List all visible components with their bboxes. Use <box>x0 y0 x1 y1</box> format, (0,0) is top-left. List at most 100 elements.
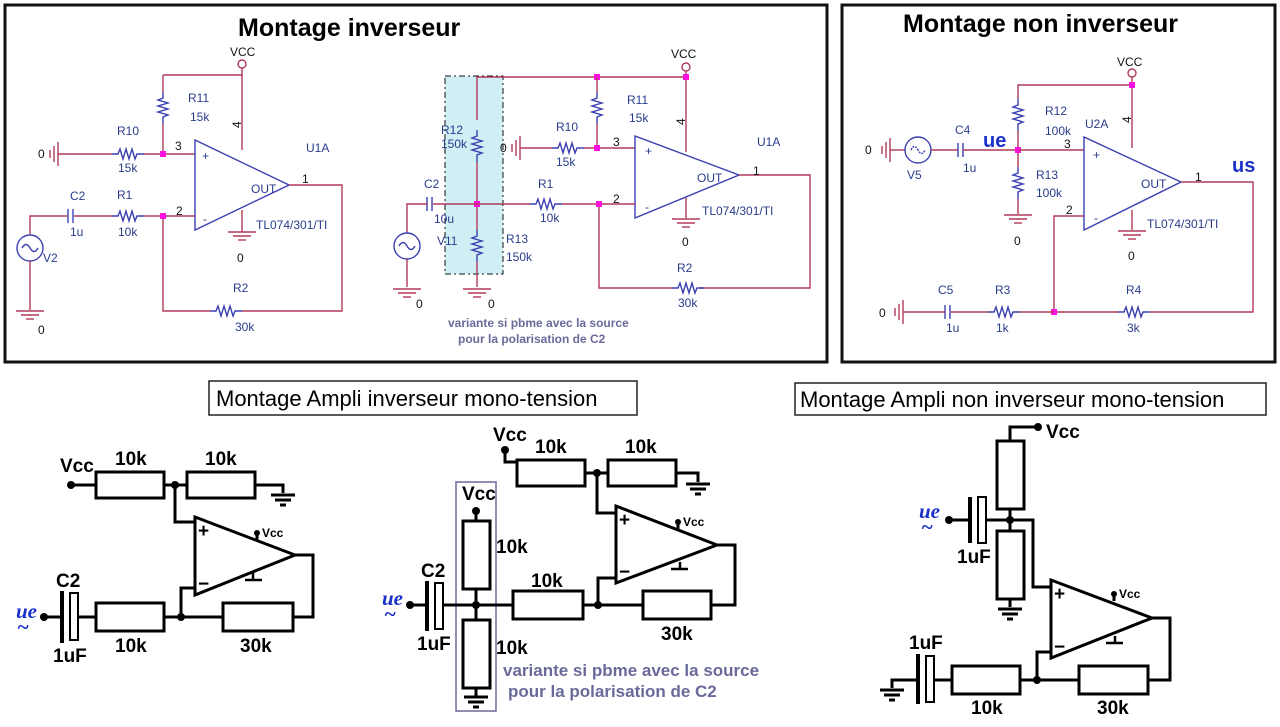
opamp-icon <box>1049 577 1157 661</box>
r2-name: R2 <box>233 281 249 295</box>
opamp-part: TL074/301/TI <box>702 204 773 218</box>
r1-name: R1 <box>117 188 133 202</box>
vcc-label: Vcc <box>60 456 94 477</box>
variant-highlight-box <box>444 75 504 275</box>
c-in-value: 1uF <box>957 547 991 568</box>
resistor-divider-bottom <box>461 618 492 690</box>
non-inverting-panel <box>840 3 1277 364</box>
pin2-label: 2 <box>176 204 183 218</box>
mono-non-inverting-circuit: Vcc 1uF ue ~ + − Vcc 30k 10k 1uF <box>878 422 1172 719</box>
opamp-ref: U2A <box>1085 117 1108 131</box>
pin2-label: 2 <box>613 192 620 206</box>
ground-label: 0 <box>38 147 45 161</box>
r-top1-value: 10k <box>535 437 567 458</box>
r-fb-value: 30k <box>240 636 272 657</box>
capacitor-c2 <box>434 582 444 630</box>
r11-value: 15k <box>629 111 649 125</box>
r11-name: R11 <box>627 93 648 107</box>
input-signal-label: ue <box>16 599 37 623</box>
r10-name: R10 <box>117 124 139 138</box>
opamp-plus: + <box>645 144 652 158</box>
c5-value: 1u <box>946 321 959 335</box>
mono-inverting-circuit-a: Vcc 10k 10k + − Vcc 30k 10k C2 1uF ue ~ <box>16 449 315 667</box>
c5-name: C5 <box>938 283 954 297</box>
ground-icon <box>684 482 712 496</box>
resistor-top1 <box>515 458 587 488</box>
variant-note-line1: variante si pbme avec la source <box>448 316 629 330</box>
ground-icon <box>996 607 1024 621</box>
capacitor-input <box>977 496 987 544</box>
opamp-plus: + <box>1093 148 1100 162</box>
pin4-label: 4 <box>230 121 244 128</box>
r4-name: R4 <box>1126 283 1142 297</box>
r13-value: 100k <box>1036 186 1063 200</box>
r-top2-value: 10k <box>205 449 237 470</box>
r12-value: 100k <box>1045 124 1072 138</box>
opamp-part: TL074/301/TI <box>1147 217 1218 231</box>
opamp-minus: − <box>198 574 209 595</box>
ground-label: 0 <box>1128 249 1135 263</box>
resistor-input <box>94 601 166 633</box>
r-fb-value: 30k <box>661 624 693 645</box>
ground-label: 0 <box>237 251 244 265</box>
opamp-u1a-icon <box>634 134 741 220</box>
variant-note-line1: variante si pbme avec la source <box>503 661 759 680</box>
r11-value: 15k <box>190 110 210 124</box>
opamp-minus: - <box>645 200 649 214</box>
ground-label: 0 <box>38 323 45 337</box>
resistor-divider-top <box>461 519 492 591</box>
inverting-panel <box>3 3 829 364</box>
opamp-icon <box>193 514 300 598</box>
ground-label: 0 <box>865 143 872 157</box>
pin2-label: 2 <box>1066 203 1073 217</box>
r-in-value: 10k <box>115 636 147 657</box>
variant-note-line2: pour la polarisation de C2 <box>458 332 606 346</box>
input-signal-label: ue <box>919 499 940 523</box>
pin3-label: 3 <box>175 139 182 153</box>
r1-value: 10k <box>118 225 138 239</box>
opamp-vcc-label: Vcc <box>262 526 284 540</box>
input-signal-label: ue <box>983 130 1006 152</box>
ground-icon <box>878 688 906 702</box>
opamp-part: TL074/301/TI <box>256 218 327 232</box>
r13-name: R13 <box>1036 168 1058 182</box>
ground-icon <box>269 493 297 507</box>
ac-tilde-icon: ~ <box>17 615 29 639</box>
c2-value: 10u <box>434 212 454 226</box>
mono-inverting-title: Montage Ampli inverseur mono-tension <box>216 386 598 411</box>
c2-name: C2 <box>56 571 80 592</box>
opamp-plus: + <box>202 149 209 163</box>
opamp-minus: − <box>1054 637 1065 658</box>
r10-value: 15k <box>118 161 138 175</box>
opamp-plus: + <box>1054 584 1065 605</box>
opamp-icon <box>614 503 722 586</box>
resistor-top1 <box>94 470 166 500</box>
source-label: V11 <box>437 234 458 248</box>
vcc-label: Vcc <box>1046 422 1080 443</box>
opamp-minus: - <box>203 212 207 226</box>
ground-label: 0 <box>488 297 495 311</box>
r4-value: 3k <box>1127 321 1141 335</box>
c2-value: 1u <box>70 225 83 239</box>
vcc-label: VCC <box>1117 55 1143 69</box>
r2-value: 30k <box>678 296 698 310</box>
ground-label: 0 <box>500 141 507 155</box>
non-inverting-circuit: VCC R12 100k U2A 0 R13 100k 3 0 V5 C4 1u… <box>865 55 1255 335</box>
opamp-vcc-label: Vcc <box>683 515 705 529</box>
r11-name: R11 <box>188 91 209 105</box>
source-label: V2 <box>43 251 58 265</box>
capacitor-feedback <box>925 655 935 703</box>
c4-name: C4 <box>955 123 971 137</box>
r3-name: R3 <box>995 283 1011 297</box>
r-div-top-value: 10k <box>496 537 528 558</box>
r3-value: 1k <box>996 321 1010 335</box>
resistor-feedback <box>1077 664 1150 696</box>
resistor-divider-top <box>995 439 1026 511</box>
opamp-out: OUT <box>251 182 277 196</box>
r-in-value: 10k <box>971 698 1003 719</box>
ground-label: 0 <box>1014 234 1021 248</box>
r-in-value: 10k <box>531 571 563 592</box>
r2-value: 30k <box>235 320 255 334</box>
pin3-label: 3 <box>613 135 620 149</box>
r-fb-value: 30k <box>1097 698 1129 719</box>
